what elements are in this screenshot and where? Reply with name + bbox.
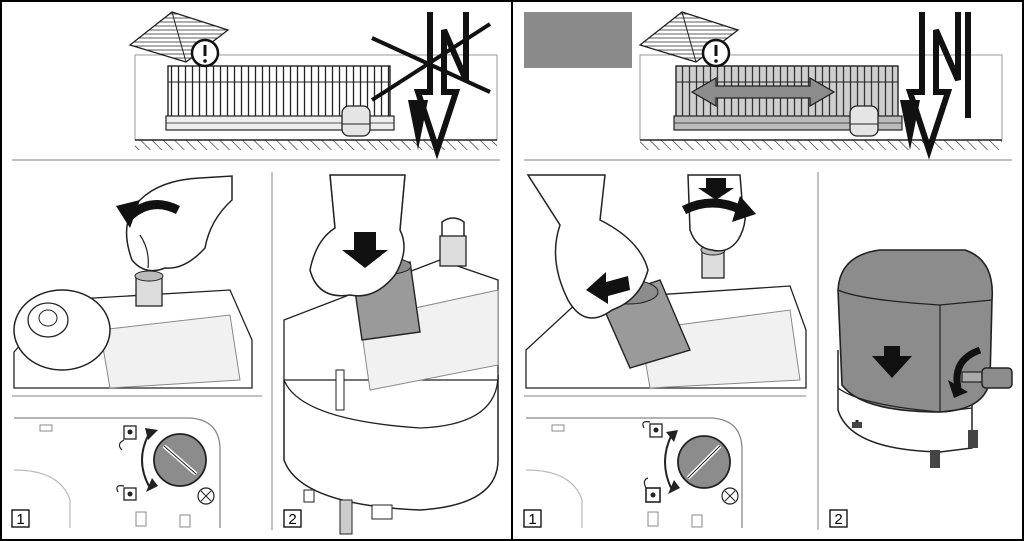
- gate-scene: [128, 11, 498, 160]
- right-step2-label: 2: [829, 509, 848, 528]
- left-step1-label: 1: [11, 509, 30, 528]
- svg-text:2: 2: [288, 511, 296, 528]
- unlocked-padlock-icon: [116, 485, 137, 501]
- step1-lock-illustration: [525, 174, 807, 389]
- step1-unlock-illustration: [13, 175, 253, 389]
- slide-double-arrow-icon: [690, 76, 836, 108]
- key-icon: [961, 367, 1013, 389]
- step2-cover-illustration: [283, 174, 499, 535]
- unlocked-padlock-icon: [642, 421, 663, 438]
- rotate-arrow-icon: [948, 380, 968, 398]
- push-arrow-icon: [586, 272, 630, 304]
- rotate-arrow-icon: [732, 196, 756, 222]
- step1-dial-illustration: [525, 417, 743, 528]
- locked-padlock-icon: [643, 477, 661, 503]
- svg-text:1: 1: [16, 511, 24, 528]
- gate-scene: [638, 11, 1003, 160]
- svg-text:2: 2: [834, 511, 842, 528]
- svg-text:1: 1: [528, 511, 536, 528]
- press-arrow-icon: [872, 346, 912, 378]
- motor-unit: [849, 105, 879, 137]
- left-step2-label: 2: [283, 509, 302, 528]
- power-arrow-crossed-icon: [370, 12, 492, 160]
- step2-motor-closed-illustration: [837, 249, 1013, 468]
- right-panel: 1 2: [523, 11, 1013, 530]
- power-arrow-icon: [900, 12, 971, 160]
- placeholder-box: [524, 12, 632, 68]
- left-panel: 1 2: [11, 11, 500, 535]
- right-step1-label: 1: [523, 509, 542, 528]
- push-down-arrow-icon: [342, 232, 388, 268]
- press-arrow-icon: [698, 178, 734, 200]
- step1-dial-illustration: [13, 417, 221, 528]
- motor-unit: [341, 105, 371, 137]
- locked-padlock-icon: [118, 425, 137, 451]
- motor-cover: [837, 249, 994, 413]
